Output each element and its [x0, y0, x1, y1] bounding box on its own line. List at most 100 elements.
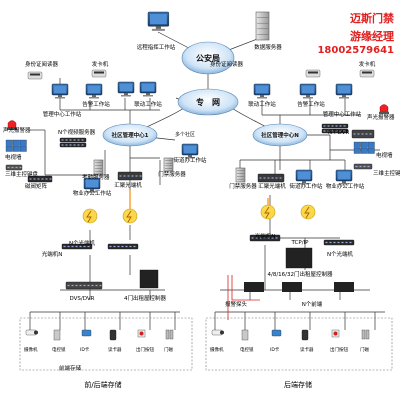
label-back-storage: 后端存储 — [284, 381, 312, 389]
street-ws-left-icon — [181, 143, 199, 159]
cluster-rdr-icon — [301, 329, 309, 341]
front-unit-3-icon — [334, 282, 354, 292]
label-door-ctrl-4: 4门出租屋控制器 — [124, 296, 166, 302]
nvr-left-box-2-icon — [59, 142, 87, 148]
fiber-box-left-2-icon — [107, 243, 139, 250]
cluster-device-label: 门磁 — [360, 348, 369, 353]
cluster-lock-icon — [241, 329, 249, 341]
nvr-right-matrix-icon — [351, 129, 375, 139]
alarm-links — [227, 275, 260, 320]
keyboard-right-icon — [353, 163, 373, 170]
cluster-device-label: 出门按钮 — [330, 348, 348, 353]
cluster-btn-icon — [137, 329, 146, 338]
cloud-private-network — [177, 88, 239, 116]
label-alarm-ws-left: 告警工作站 — [82, 102, 110, 108]
audible-alarm-left-icon — [7, 120, 17, 130]
nvr-right-box-1-icon — [321, 123, 349, 129]
fiber-links — [129, 190, 269, 214]
label-street-ws-right: 街道办工作站 — [289, 184, 323, 190]
cloud-community-center-1 — [102, 123, 158, 147]
mgmt-ws-right-icon — [335, 83, 353, 99]
street-ws-right-icon — [295, 169, 313, 185]
cluster-device-label: ID卡 — [270, 348, 280, 353]
card-issuer-left-icon — [91, 69, 107, 78]
label-alarm-probe: 报警探头 — [224, 302, 248, 308]
node-label-multiple-communities: 多个社区 — [175, 131, 195, 138]
access-server-left-icon — [163, 157, 174, 172]
id-reader-right-icon — [305, 69, 321, 78]
brand-company: 迈斯门禁 — [350, 12, 394, 25]
cluster-boxes — [19, 317, 393, 371]
node-label-private-network: 专 网 — [196, 97, 220, 107]
label-fiber-machine-left: 光端机N — [41, 252, 63, 258]
cluster-door-icon — [361, 329, 370, 340]
cluster-device-label: 摄像机 — [24, 348, 38, 353]
label-nvr-right: N个DVR — [328, 130, 350, 136]
fiber-junction-right-2 — [300, 204, 316, 220]
label-card-issuer-right: 发卡机 — [358, 62, 376, 68]
brand-phone: 18002579641 — [317, 45, 394, 56]
matrix-left-icon — [27, 175, 53, 183]
cluster-rdr-icon — [109, 329, 117, 341]
door-controller-multi-icon — [285, 247, 313, 269]
id-reader-left-icon — [27, 71, 43, 80]
front-unit-1-icon — [244, 282, 264, 292]
cluster-door-icon — [165, 329, 174, 340]
label-nvr-left: N个视频服务器 — [58, 130, 96, 136]
label-access-server-left: 门禁服务器 — [158, 172, 186, 178]
node-label-public-security: 公安局 — [196, 53, 220, 63]
label-id-reader-right: 身份证阅读器 — [210, 62, 244, 68]
cluster-device-label: 读卡器 — [300, 348, 314, 353]
tv-wall-right-icon — [353, 141, 375, 154]
label-mgmt-ws-right: 管理中心工作站 — [322, 112, 362, 118]
cluster-device-label: 电控锁 — [240, 348, 254, 353]
cluster-device-label: 出门按钮 — [136, 348, 154, 353]
audible-alarm-right-icon — [379, 104, 389, 114]
cluster-btn-icon — [331, 329, 340, 338]
label-fiber-n-left: N个光端机 — [68, 241, 96, 247]
nvr-left-box-1-icon — [59, 137, 87, 143]
tv-wall-left-icon — [5, 139, 27, 152]
node-label-community-center-n: 社区管理中心N — [260, 131, 299, 139]
property-ws-right-icon — [335, 169, 353, 185]
fiber-box-right-1-icon — [249, 234, 281, 242]
fiber-junction-left-2 — [82, 208, 98, 224]
label-remote-command: 远程指挥工作站 — [136, 45, 176, 51]
cluster-device-label: 电控锁 — [52, 348, 66, 353]
device-icons — [5, 11, 389, 341]
front-unit-2-icon — [282, 282, 302, 292]
cloud-labels: 公安局 专 网 社区管理中心1 社区管理中心N 多个社区 — [111, 53, 300, 139]
linkage-ws-right-icon — [253, 83, 271, 99]
label-matrix-left: 磁阀矩阵 — [25, 184, 48, 190]
aggregation-right-icon — [257, 173, 285, 183]
label-aggregation-left: 汇聚光端机 — [114, 183, 142, 189]
label-mgmt-ws-left: 管理中心工作站 — [42, 112, 82, 118]
linkage-ws-left-icon — [117, 81, 135, 97]
node-label-community-center-1: 社区管理中心1 — [111, 131, 149, 139]
cluster-cam-icon — [211, 329, 224, 336]
cluster-card-icon — [81, 329, 92, 337]
fiber-box-left-1-icon — [61, 243, 93, 250]
cluster-device-label: ID卡 — [80, 348, 90, 353]
label-door-ctrl-multi: 4/8/16/32门出租屋控制器 — [267, 272, 333, 278]
property-ws-left-icon — [83, 177, 101, 193]
cluster-lock-icon — [53, 329, 61, 341]
label-audible-alarm-left: 声光报警器 — [3, 128, 31, 134]
label-dvs-dvr: DVS/DVR — [69, 296, 95, 302]
label-property-ws-right: 物业办公工作站 — [325, 184, 365, 190]
cluster-device-label: 读卡器 — [108, 348, 122, 353]
label-front-back-storage: 前/后端存储 — [84, 381, 122, 389]
label-tv-wall-left: 电视墙 — [5, 155, 22, 161]
cluster-device-label: 摄像机 — [210, 348, 224, 353]
dvs-dvr-icon — [65, 281, 103, 290]
door-controller-4-icon — [139, 269, 159, 289]
label-fiber-n-right: N个光端机 — [326, 252, 354, 258]
label-access-server-right: 门禁服务器 — [229, 184, 257, 190]
fiber-junction-right — [260, 204, 276, 220]
label-keyboard-right: 三维主控键盘 — [373, 171, 400, 177]
brand-role: 游缘经理 — [350, 30, 394, 43]
label-property-ws-left: 物业办公工作站 — [72, 191, 112, 197]
remote-command-workstation-icon — [147, 11, 170, 31]
